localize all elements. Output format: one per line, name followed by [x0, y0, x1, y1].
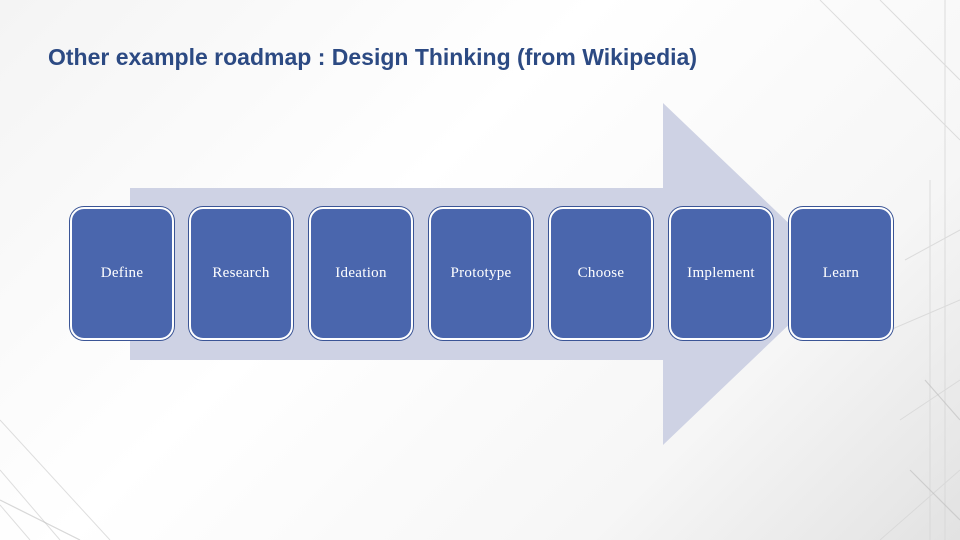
step-label: Choose: [577, 264, 625, 281]
step-label: Implement: [687, 264, 755, 281]
step-label: Ideation: [335, 264, 387, 281]
step-label: Prototype: [450, 264, 512, 281]
step-learn: Learn: [789, 207, 893, 340]
step-label: Define: [100, 264, 144, 281]
step-define: Define: [70, 207, 174, 340]
step-label: Learn: [822, 264, 860, 281]
step-label: Research: [212, 264, 270, 281]
step-ideation: Ideation: [309, 207, 413, 340]
slide-title: Other example roadmap : Design Thinking …: [48, 44, 697, 70]
step-choose: Choose: [549, 207, 653, 340]
step-prototype: Prototype: [429, 207, 533, 340]
step-implement: Implement: [669, 207, 773, 340]
step-research: Research: [189, 207, 293, 340]
